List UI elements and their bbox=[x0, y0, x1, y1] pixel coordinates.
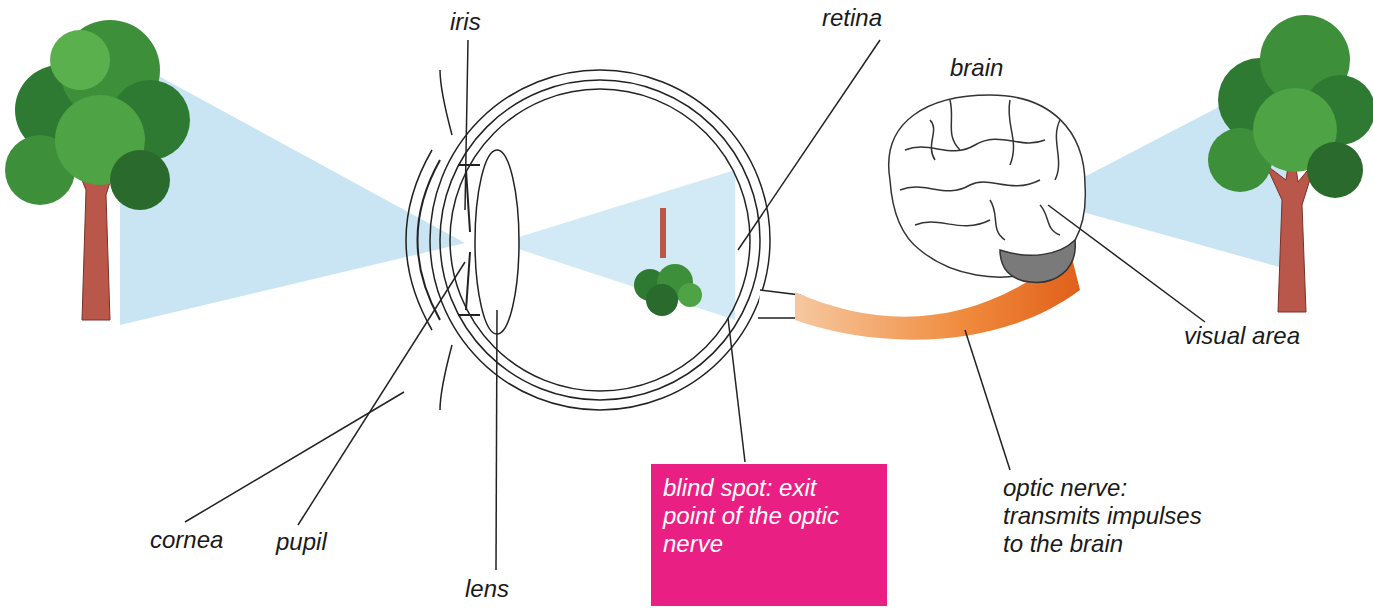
part-label: optic nerve: transmits impulses to the b… bbox=[1003, 474, 1208, 558]
part-label: visual area bbox=[1184, 322, 1354, 350]
part-label: cornea bbox=[150, 526, 270, 554]
callout-box: blind spot: exit point of the optic nerv… bbox=[651, 464, 887, 606]
part-label: retina bbox=[822, 4, 922, 32]
part-label: brain bbox=[950, 54, 1050, 82]
brain bbox=[889, 95, 1086, 282]
part-label: lens bbox=[465, 575, 565, 603]
lens bbox=[475, 150, 519, 334]
tree bbox=[5, 20, 190, 320]
tree bbox=[1208, 15, 1373, 312]
eyeball bbox=[406, 70, 770, 410]
part-label: pupil bbox=[276, 528, 376, 556]
part-label: iris bbox=[450, 8, 530, 36]
callout-text: blind spot: exit point of the optic nerv… bbox=[663, 474, 875, 558]
inverted-image bbox=[634, 208, 702, 316]
optic-nerve-stump bbox=[758, 290, 800, 318]
light-cone bbox=[500, 170, 735, 320]
